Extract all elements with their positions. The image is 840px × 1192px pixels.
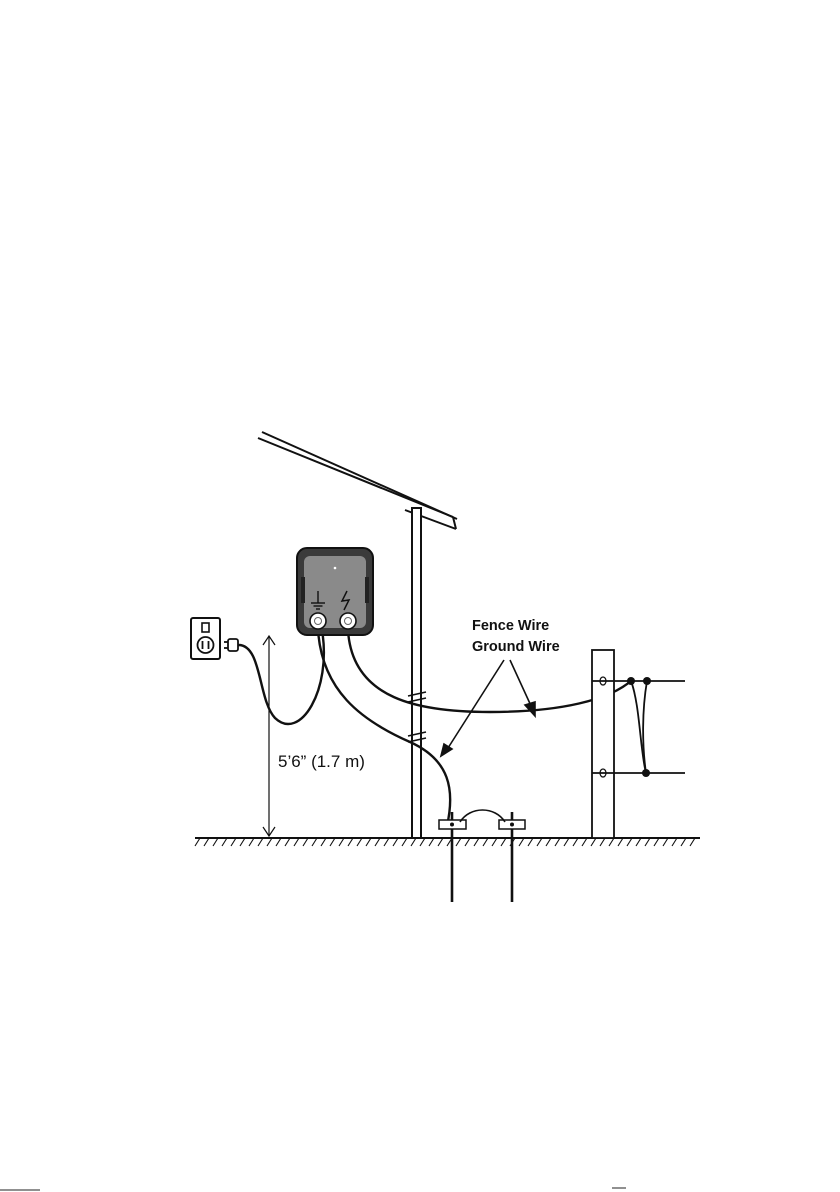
ground-hatch-mark: [330, 838, 335, 846]
ground-hatch-mark: [690, 838, 695, 846]
ground-hatch-mark: [240, 838, 245, 846]
ground-hatch-mark: [672, 838, 677, 846]
fence-wire-label: Fence Wire: [472, 618, 549, 634]
ground-hatch-mark: [429, 838, 434, 846]
ground-terminal: [310, 613, 326, 629]
ground-hatch-mark: [564, 838, 569, 846]
ground-hatch-mark: [600, 838, 605, 846]
fence-post: [592, 650, 614, 838]
height-label: 5’6” (1.7 m): [278, 752, 365, 771]
ground-hatch-mark: [222, 838, 227, 846]
ground-hatch-mark: [681, 838, 686, 846]
ground-hatch-mark: [456, 838, 461, 846]
ground-wire-label: Ground Wire: [472, 639, 560, 655]
height-dimension: [263, 636, 275, 836]
ground-rods: [439, 810, 525, 902]
ground-hatch-mark: [321, 838, 326, 846]
ground-hatch-mark: [303, 838, 308, 846]
shelter-roof: [258, 432, 457, 529]
fence-terminal: [340, 613, 356, 629]
plug-icon: [224, 639, 238, 651]
ground-hatch-mark: [357, 838, 362, 846]
ground-hatch-mark: [609, 838, 614, 846]
ground-hatch-mark: [375, 838, 380, 846]
ground-hatch-mark: [465, 838, 470, 846]
ground-hatch-mark: [348, 838, 353, 846]
page-edge-marks: [0, 1188, 626, 1190]
ground-hatch-mark: [654, 838, 659, 846]
ground-hatch-mark: [276, 838, 281, 846]
ground-hatch-mark: [393, 838, 398, 846]
ground-hatch-mark: [339, 838, 344, 846]
ground-hatch-mark: [294, 838, 299, 846]
ground-hatch-mark: [285, 838, 290, 846]
ground-hatch-mark: [501, 838, 506, 846]
callout-arrows: [441, 660, 535, 756]
ground-hatch-mark: [645, 838, 650, 846]
ground-hatch-mark: [492, 838, 497, 846]
ground-hatch-mark: [249, 838, 254, 846]
ground-hatch-mark: [474, 838, 479, 846]
ground-hatch-mark: [366, 838, 371, 846]
ground-hatch-mark: [663, 838, 668, 846]
ground-hatch-mark: [420, 838, 425, 846]
ground-hatch-mark: [618, 838, 623, 846]
ground-hatch-mark: [204, 838, 209, 846]
ground-hatch-mark: [519, 838, 524, 846]
ground-hatch-mark: [438, 838, 443, 846]
ground-hatch-mark: [546, 838, 551, 846]
ground-hatch-mark: [555, 838, 560, 846]
ground-wire: [318, 630, 450, 826]
ground-hatch-mark: [483, 838, 488, 846]
ground-hatch-mark: [213, 838, 218, 846]
ground-hatch-mark: [402, 838, 407, 846]
power-cord: [238, 630, 324, 724]
ground-hatch-mark: [582, 838, 587, 846]
ground-hatch-mark: [267, 838, 272, 846]
ground-hatch-mark: [636, 838, 641, 846]
ground-hatch-mark: [627, 838, 632, 846]
shelter-post: [412, 508, 421, 838]
ground-hatch-mark: [537, 838, 542, 846]
ground-hatch-mark: [312, 838, 317, 846]
ground-hatch-mark: [411, 838, 416, 846]
ground-hatch-mark: [573, 838, 578, 846]
ground-hatch-mark: [384, 838, 389, 846]
ground-hatch-mark: [231, 838, 236, 846]
ground-hatch-mark: [195, 838, 200, 846]
energizer: [297, 548, 373, 635]
ground-hatch-mark: [591, 838, 596, 846]
wall-outlet-icon: [191, 618, 220, 659]
ground-hatch-mark: [528, 838, 533, 846]
ground-hatch-mark: [258, 838, 263, 846]
ground-surface: [195, 838, 700, 846]
